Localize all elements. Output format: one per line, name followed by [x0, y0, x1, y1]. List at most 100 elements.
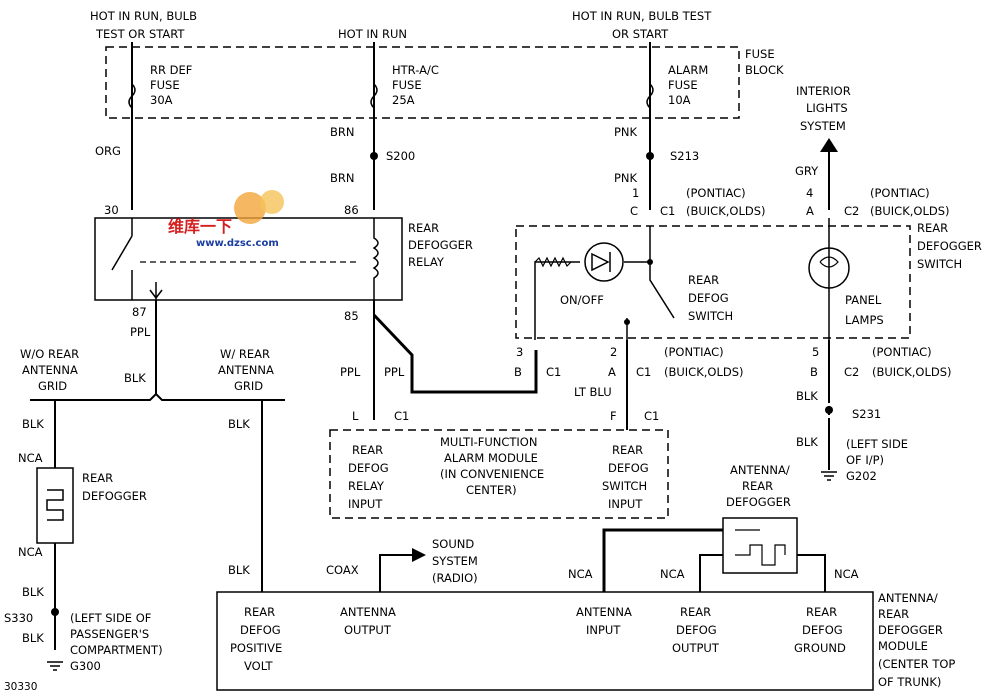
switch-resistor — [534, 256, 572, 268]
wire-ppl-mid2: PPL — [384, 365, 405, 379]
mfam-relay-in-l3: RELAY — [348, 479, 385, 493]
module-name-l1: ANTENNA/ — [878, 591, 938, 605]
wire-brn-mid: BRN — [330, 171, 354, 185]
sound-l3: (RADIO) — [432, 571, 478, 585]
led-diode — [591, 252, 611, 272]
defogger-l2: DEFOGGER — [82, 489, 147, 503]
grid-wo-l2: ANTENNA — [22, 363, 78, 377]
wire-org: ORG — [95, 144, 121, 158]
power-center: HOT IN RUN — [338, 27, 407, 41]
grid-w-l2: ANTENNA — [218, 363, 274, 377]
splice-s231 — [825, 406, 833, 414]
switch-led-loop — [534, 226, 651, 340]
wire-blk-s330: BLK — [22, 631, 44, 645]
ground-g202 — [821, 471, 837, 481]
module-name-l5: (CENTER TOP — [878, 657, 955, 671]
wire-pnk-mid: PNK — [614, 171, 638, 185]
mfam-sw-in-l2: DEFOG — [608, 461, 649, 475]
wire-blk-grid-l: BLK — [22, 417, 44, 431]
mfam-sw-in-l3: SWITCH — [602, 479, 647, 493]
wire-ant-input — [602, 528, 723, 592]
relay-label-l2: DEFOGGER — [408, 238, 473, 252]
interior-l2: LIGHTS — [806, 101, 848, 115]
wire-nca-ant: NCA — [568, 567, 593, 581]
module-name-l6: OF TRUNK) — [878, 675, 941, 689]
wire-pnk-top: PNK — [614, 125, 638, 139]
interior-l1: INTERIOR — [796, 84, 851, 98]
pin-3-let: B — [514, 365, 522, 379]
module-gnd-l3: GROUND — [794, 641, 846, 655]
g202-note-l2: OF I/P) — [846, 453, 884, 467]
brand-buick-3: (BUICK,OLDS) — [664, 365, 744, 379]
mfam-node — [624, 319, 630, 325]
module-def-out-l2: DEFOG — [676, 623, 717, 637]
module-ant-in-l2: INPUT — [586, 623, 621, 637]
module-ant-out-l2: OUTPUT — [344, 623, 392, 637]
module-outline — [216, 591, 874, 691]
relay-contact-line — [111, 218, 133, 300]
g202-label: G202 — [846, 469, 877, 483]
wire-nca-out: NCA — [660, 567, 685, 581]
module-pos-l1: REAR — [244, 605, 275, 619]
wire-coax: COAX — [326, 563, 359, 577]
switch-inner-l2: DEFOG — [688, 291, 729, 305]
splice-s200 — [370, 152, 378, 160]
pin-2-let: A — [608, 365, 616, 379]
power-right-l1: HOT IN RUN, BULB TEST — [572, 9, 712, 23]
pin-87: 87 — [132, 305, 147, 319]
brand-buick-2: (BUICK,OLDS) — [870, 204, 950, 218]
wire-85-to-switch — [372, 313, 538, 394]
wire-nca2: NCA — [18, 545, 43, 559]
fuse-rr-def-l1: RR DEF — [150, 63, 192, 77]
relay-arrow-87 — [149, 282, 163, 300]
s330-label: S330 — [4, 611, 33, 625]
s213-label: S213 — [670, 149, 699, 163]
module-pos-l3: POSITIVE — [230, 641, 282, 655]
wire-blk-grid-r: BLK — [228, 417, 250, 431]
pin-l-name: C1 — [394, 409, 409, 423]
switch-inner-l1: REAR — [688, 273, 719, 287]
fuse-block-label-l1: FUSE — [745, 47, 775, 61]
fuse-alarm-symbol — [646, 83, 654, 109]
ard-device-outline — [722, 517, 798, 574]
fuse-htr-l2: FUSE — [392, 78, 422, 92]
mfam-sw-in-l4: INPUT — [608, 497, 643, 511]
pin-3-num: 3 — [516, 345, 523, 359]
g300-note-l3: COMPARTMENT) — [70, 643, 163, 657]
wire-nca1: NCA — [18, 451, 43, 465]
relay-label-l3: RELAY — [408, 255, 445, 269]
defogger-l1: REAR — [82, 471, 113, 485]
fuse-htr-ac-symbol — [370, 83, 378, 109]
g300-note-l1: (LEFT SIDE OF — [70, 611, 151, 625]
mfam-sw-in-l1: REAR — [612, 443, 643, 457]
module-name-l2: REAR — [878, 607, 909, 621]
pin-5-let: B — [810, 365, 818, 379]
brand-pontiac-4: (PONTIAC) — [872, 345, 932, 359]
wire-ppl-mid1: PPL — [340, 365, 361, 379]
brand-pontiac-3: (PONTIAC) — [664, 345, 724, 359]
switch-onoff: ON/OFF — [560, 293, 604, 307]
fuse-rr-def-l3: 30A — [150, 93, 173, 107]
fuse-alarm-l2: FUSE — [668, 78, 698, 92]
mfam-title-l4: CENTER) — [466, 483, 517, 497]
pin-f-name: C1 — [644, 409, 659, 423]
pin-c1-num: 1 — [632, 186, 639, 200]
grid-w-l3: GRID — [234, 379, 263, 393]
diagram-id: 30330 — [4, 681, 37, 693]
pin-f: F — [610, 409, 617, 423]
pin-30: 30 — [104, 203, 119, 217]
module-name-l4: MODULE — [878, 639, 928, 653]
ard-l3: DEFOGGER — [726, 495, 791, 509]
wire-blk-lower-l: BLK — [22, 585, 44, 599]
pin-3-name: C1 — [546, 365, 561, 379]
fuse-htr-l1: HTR-A/C — [392, 63, 439, 77]
panel-lamp — [808, 247, 850, 289]
switch-label-l1: REAR — [917, 221, 948, 235]
pin-86: 86 — [344, 203, 359, 217]
module-ant-in-l1: ANTENNA — [576, 605, 632, 619]
module-def-out-l1: REAR — [680, 605, 711, 619]
module-gnd-l1: REAR — [806, 605, 837, 619]
relay-coil — [372, 218, 379, 300]
pin-c2-num: 4 — [806, 186, 813, 200]
